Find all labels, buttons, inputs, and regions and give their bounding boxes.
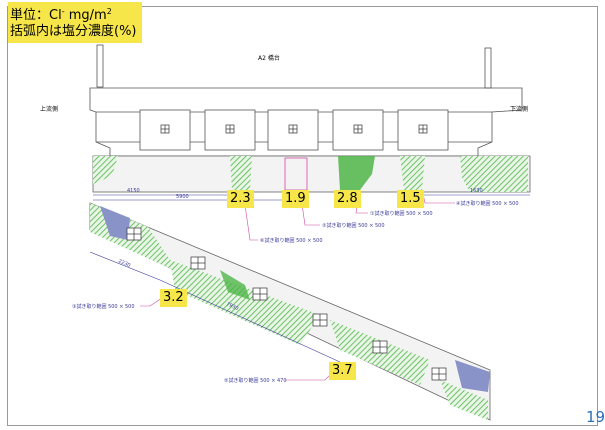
dimension-lines-wing xyxy=(89,251,341,363)
dim-5900: 5900 xyxy=(176,194,189,200)
dim-7930: 7930 xyxy=(225,301,239,312)
unit-superscript: - xyxy=(61,7,65,16)
dimension-lines-top xyxy=(93,194,530,201)
sample-6-label: ⑥試き取り範囲 500 × 500 xyxy=(260,237,323,244)
front-strip xyxy=(92,155,531,193)
sample-2-label: ②試き取り範囲 500 × 500 xyxy=(322,222,385,229)
sample-1-label: ①試き取り範囲 500 × 500 xyxy=(370,210,433,217)
unit-prefix: 単位：Cl xyxy=(10,8,62,23)
downstream-label: 下流側 xyxy=(510,105,528,113)
wing-wall xyxy=(89,202,491,421)
unit-legend: 単位：Cl- mg/m2 括弧内は塩分濃度(%) xyxy=(8,2,142,43)
sample-5-label: ⑤試き取り範囲 500 × 470 xyxy=(224,377,287,384)
unit-line: 単位：Cl- mg/m2 xyxy=(10,4,137,24)
value-label-4: 1.5 xyxy=(397,190,424,208)
unit-text: mg/m xyxy=(64,8,107,23)
dim-2230: 2230 xyxy=(117,258,131,268)
wing-anchor-icons xyxy=(126,227,447,381)
sample-4-label: ④試き取り範囲 500 × 500 xyxy=(456,200,519,207)
legend-note: 括弧内は塩分濃度(%) xyxy=(10,24,137,39)
value-label-6: 3.7 xyxy=(329,362,356,380)
unit-exponent: 2 xyxy=(106,7,112,16)
dim-1630: 1630 xyxy=(470,188,483,194)
sample-3-label: ③試き取り範囲 500 × 500 xyxy=(72,303,135,310)
page-number: 19 xyxy=(586,408,605,426)
value-label-2: 1.9 xyxy=(282,190,309,208)
value-label-1: 2.3 xyxy=(227,190,254,208)
abutment-title: A2 橋台 xyxy=(258,54,280,62)
slide-frame xyxy=(7,6,598,426)
value-label-3: 2.8 xyxy=(334,190,361,208)
dim-4150: 4150 xyxy=(127,188,140,194)
upstream-label: 上流側 xyxy=(40,105,58,113)
anchor-icons xyxy=(160,124,428,134)
value-label-5: 3.2 xyxy=(160,289,187,307)
